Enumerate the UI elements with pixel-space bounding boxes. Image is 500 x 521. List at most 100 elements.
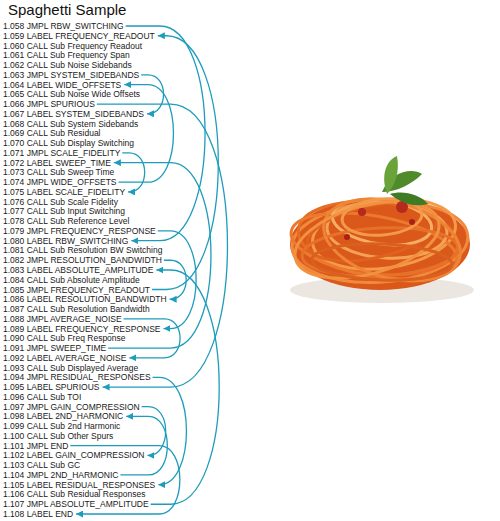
jump-arrow bbox=[141, 75, 163, 114]
jump-arrow bbox=[120, 416, 167, 475]
code-line: 1.090 CALL Sub Freq Response bbox=[3, 333, 126, 343]
code-line: 1.073 CALL Sub Sweep Time bbox=[3, 167, 114, 177]
code-line: 1.104 JMPL 2ND_HARMONIC bbox=[3, 470, 118, 480]
code-line: 1.062 CALL Sub Noise Sidebands bbox=[3, 60, 132, 70]
code-line: 1.081 CALL Sub Resolution BW Switching bbox=[3, 245, 162, 255]
code-line: 1.065 CALL Sub Noise Wide Offsets bbox=[3, 89, 140, 99]
code-line: 1.071 JMPL SCALE_FIDELITY bbox=[3, 148, 120, 158]
code-line: 1.107 JMPL ABSOLUTE_AMPLITUDE bbox=[3, 499, 149, 509]
code-text: 1.072 LABEL SWEEP_TIME bbox=[3, 158, 111, 168]
jump-arrow bbox=[119, 85, 174, 183]
code-text: 1.069 CALL Sub Residual bbox=[3, 128, 101, 138]
code-text: 1.090 CALL Sub Freq Response bbox=[3, 333, 126, 343]
tomato-piece bbox=[358, 208, 366, 216]
code-line: 1.074 JMPL WIDE_OFFSETS bbox=[3, 177, 117, 187]
jump-arrow bbox=[164, 260, 186, 299]
code-line: 1.079 JMPL FREQUENCY_RESPONSE bbox=[3, 226, 156, 236]
code-text: 1.084 CALL Sub Absolute Amplitude bbox=[3, 275, 140, 285]
code-line: 1.091 JMPL SWEEP_TIME bbox=[3, 343, 106, 353]
code-text: 1.062 CALL Sub Noise Sidebands bbox=[3, 60, 132, 70]
pasta-strands bbox=[286, 185, 471, 295]
code-text: 1.103 CALL Sub GC bbox=[3, 460, 80, 470]
code-line: 1.093 CALL Sub Displayed Average bbox=[3, 363, 138, 373]
code-text: 1.107 JMPL ABSOLUTE_AMPLITUDE bbox=[3, 499, 149, 509]
code-text: 1.104 JMPL 2ND_HARMONIC bbox=[3, 470, 118, 480]
jump-arrow bbox=[151, 270, 220, 504]
code-text: 1.099 CALL Sub 2nd Harmonic bbox=[3, 421, 120, 431]
code-text: 1.094 JMPL RESIDUAL_RESPONSES bbox=[3, 372, 151, 382]
code-line: 1.087 CALL Sub Resolution Bandwidth bbox=[3, 304, 150, 314]
code-line: 1.092 LABEL AVERAGE_NOISE bbox=[3, 353, 126, 363]
code-line: 1.098 LABEL 2ND_HARMONIC bbox=[3, 411, 123, 421]
code-line: 1.099 CALL Sub 2nd Harmonic bbox=[3, 421, 120, 431]
code-line: 1.102 LABEL GAIN_COMPRESSION bbox=[3, 450, 144, 460]
code-text: 1.095 LABEL SPURIOUS bbox=[3, 382, 100, 392]
code-line: 1.105 LABEL RESIDUAL_RESPONSES bbox=[3, 480, 155, 490]
code-line: 1.076 CALL Sub Scale Fidelity bbox=[3, 197, 118, 207]
jump-arrow bbox=[126, 26, 205, 241]
code-line: 1.082 JMPL RESOLUTION_BANDWIDTH bbox=[3, 255, 162, 265]
code-line: 1.089 LABEL FREQUENCY_RESPONSE bbox=[3, 324, 160, 334]
code-text: 1.064 LABEL WIDE_OFFSETS bbox=[3, 80, 121, 90]
strand bbox=[311, 242, 452, 283]
code-text: 1.058 JMPL RBW_SWITCHING bbox=[3, 21, 124, 31]
jump-arrow bbox=[142, 407, 166, 456]
code-line: 1.101 JMPL END bbox=[3, 441, 68, 451]
code-line: 1.058 JMPL RBW_SWITCHING bbox=[3, 21, 124, 31]
code-text: 1.089 LABEL FREQUENCY_RESPONSE bbox=[3, 324, 160, 334]
code-text: 1.073 CALL Sub Sweep Time bbox=[3, 167, 114, 177]
code-line: 1.085 JMPL FREQUENCY_READOUT bbox=[3, 285, 150, 295]
code-text: 1.059 LABEL FREQUENCY_READOUT bbox=[3, 31, 155, 41]
code-text: 1.061 CALL Sub Frequency Span bbox=[3, 50, 130, 60]
spaghetti-photo bbox=[262, 122, 500, 332]
code-text: 1.087 CALL Sub Resolution Bandwidth bbox=[3, 304, 150, 314]
code-text: 1.078 CALL Sub Reference Level bbox=[3, 216, 129, 226]
code-text: 1.075 LABEL SCALE_FIDELITY bbox=[3, 187, 125, 197]
code-text: 1.100 CALL Sub Other Spurs bbox=[3, 431, 113, 441]
code-text: 1.077 CALL Sub Input Switching bbox=[3, 206, 125, 216]
code-line: 1.084 CALL Sub Absolute Amplitude bbox=[3, 275, 140, 285]
code-line: 1.106 CALL Sub Residual Responses bbox=[3, 489, 145, 499]
code-text: 1.102 LABEL GAIN_COMPRESSION bbox=[3, 450, 144, 460]
code-text: 1.091 JMPL SWEEP_TIME bbox=[3, 343, 106, 353]
code-text: 1.092 LABEL AVERAGE_NOISE bbox=[3, 353, 126, 363]
code-line: 1.108 LABEL END bbox=[3, 509, 73, 519]
code-line: 1.072 LABEL SWEEP_TIME bbox=[3, 158, 111, 168]
code-text: 1.081 CALL Sub Resolution BW Switching bbox=[3, 245, 162, 255]
photo-ground bbox=[262, 122, 500, 332]
tomato-piece bbox=[409, 219, 415, 225]
code-line: 1.097 JMPL GAIN_COMPRESSION bbox=[3, 402, 140, 412]
code-text: 1.070 CALL Sub Display Switching bbox=[3, 138, 134, 148]
code-line: 1.060 CALL Sub Frequency Readout bbox=[3, 41, 142, 51]
code-line: 1.067 LABEL SYSTEM_SIDEBANDS bbox=[3, 109, 144, 119]
code-text: 1.105 LABEL RESIDUAL_RESPONSES bbox=[3, 480, 155, 490]
code-text: 1.093 CALL Sub Displayed Average bbox=[3, 363, 138, 373]
code-text: 1.068 CALL Sub System Sidebands bbox=[3, 119, 138, 129]
code-line: 1.070 CALL Sub Display Switching bbox=[3, 138, 134, 148]
code-text: 1.108 LABEL END bbox=[3, 509, 73, 519]
code-line: 1.061 CALL Sub Frequency Span bbox=[3, 50, 130, 60]
code-line: 1.095 LABEL SPURIOUS bbox=[3, 382, 100, 392]
title: Spaghetti Sample bbox=[8, 1, 126, 19]
basil-leaf bbox=[384, 156, 398, 194]
code-text: 1.086 LABEL RESOLUTION_BANDWIDTH bbox=[3, 294, 167, 304]
code-text: 1.083 LABEL ABSOLUTE_AMPLITUDE bbox=[3, 265, 153, 275]
code-text: 1.085 JMPL FREQUENCY_READOUT bbox=[3, 285, 150, 295]
code-text: 1.098 LABEL 2ND_HARMONIC bbox=[3, 411, 123, 421]
code-text: 1.088 JMPL AVERAGE_NOISE bbox=[3, 314, 122, 324]
code-line: 1.078 CALL Sub Reference Level bbox=[3, 216, 129, 226]
jump-arrow bbox=[122, 153, 144, 192]
code-line: 1.086 LABEL RESOLUTION_BANDWIDTH bbox=[3, 294, 167, 304]
tomato-piece bbox=[344, 234, 350, 240]
code-line: 1.077 CALL Sub Input Switching bbox=[3, 206, 125, 216]
code-text: 1.076 CALL Sub Scale Fidelity bbox=[3, 197, 118, 207]
code-text: 1.074 JMPL WIDE_OFFSETS bbox=[3, 177, 117, 187]
code-line: 1.069 CALL Sub Residual bbox=[3, 128, 101, 138]
code-line: 1.059 LABEL FREQUENCY_READOUT bbox=[3, 31, 155, 41]
code-line: 1.075 LABEL SCALE_FIDELITY bbox=[3, 187, 125, 197]
code-text: 1.065 CALL Sub Noise Wide Offsets bbox=[3, 89, 140, 99]
code-text: 1.096 CALL Sub TOI bbox=[3, 392, 81, 402]
strand bbox=[287, 188, 448, 292]
code-line: 1.103 CALL Sub GC bbox=[3, 460, 80, 470]
code-text: 1.106 CALL Sub Residual Responses bbox=[3, 489, 145, 499]
